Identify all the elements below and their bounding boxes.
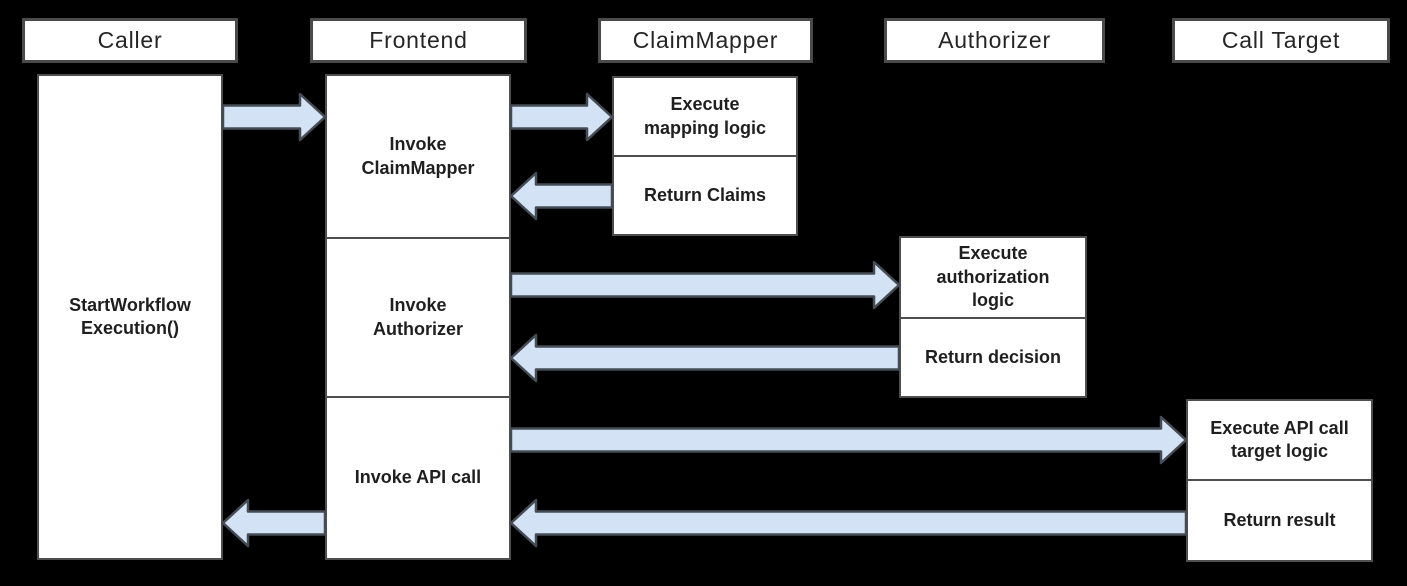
arrow-caller-to-frontend [221, 92, 327, 142]
calltarget-box: Execute API call target logic Return res… [1186, 399, 1373, 562]
calltarget-row-return-result-label: Return result [1223, 509, 1336, 530]
lane-header-calltarget: Call Target [1172, 18, 1390, 63]
claimmapper-row-return-claims-label: Return Claims [643, 184, 767, 205]
frontend-activation-box: Invoke ClaimMapper Invoke Authorizer Inv… [325, 74, 511, 560]
lane-header-calltarget-label: Call Target [1221, 27, 1341, 53]
calltarget-row-return-result: Return result [1188, 479, 1371, 560]
lane-header-authorizer-label: Authorizer [938, 27, 1051, 53]
authorizer-row-return-decision-label: Return decision [924, 346, 1062, 367]
calltarget-row-execute-api-call-target-logic-label: Execute API call target logic [1210, 417, 1349, 461]
authorizer-box: Execute authorization logic Return decis… [899, 236, 1087, 398]
arrow-frontend-to-calltarget [509, 415, 1188, 465]
frontend-step-invoke-authorizer-label: Invoke Authorizer [373, 295, 463, 339]
arrow-calltarget-to-frontend-return-result [509, 498, 1188, 548]
claimmapper-row-execute-mapping-logic: Execute mapping logic [614, 78, 796, 155]
authorizer-row-return-decision: Return decision [901, 317, 1085, 396]
frontend-step-invoke-claimmapper: Invoke ClaimMapper [327, 76, 509, 237]
lane-header-caller: Caller [22, 18, 238, 63]
claimmapper-row-execute-mapping-logic-label: Execute mapping logic [643, 94, 766, 138]
frontend-step-invoke-api-call: Invoke API call [327, 396, 509, 558]
arrow-frontend-to-claimmapper [509, 92, 614, 142]
frontend-step-invoke-api-call-label: Invoke API call [354, 467, 482, 488]
caller-activation-box: StartWorkflow Execution() [37, 74, 223, 560]
calltarget-row-execute-api-call-target-logic: Execute API call target logic [1188, 401, 1371, 479]
arrow-frontend-to-authorizer [509, 260, 901, 310]
caller-activation-label: StartWorkflow Execution() [69, 294, 191, 338]
authorizer-row-execute-authorization-logic: Execute authorization logic [901, 238, 1085, 317]
lane-header-frontend-label: Frontend [369, 27, 468, 53]
lane-header-frontend: Frontend [310, 18, 527, 63]
arrow-authorizer-to-frontend-return-decision [509, 333, 901, 383]
frontend-step-invoke-authorizer: Invoke Authorizer [327, 237, 509, 396]
authorizer-row-execute-authorization-logic-label: Execute authorization logic [936, 243, 1050, 311]
arrow-claimmapper-to-frontend-return-claims [509, 171, 614, 221]
claimmapper-row-return-claims: Return Claims [614, 155, 796, 234]
lane-header-claimmapper: ClaimMapper [598, 18, 813, 63]
arrow-frontend-to-caller-return [221, 498, 327, 548]
frontend-step-invoke-claimmapper-label: Invoke ClaimMapper [361, 134, 475, 178]
lane-header-claimmapper-label: ClaimMapper [632, 27, 779, 53]
lane-header-caller-label: Caller [97, 27, 163, 53]
lane-header-authorizer: Authorizer [884, 18, 1105, 63]
claimmapper-box: Execute mapping logic Return Claims [612, 76, 798, 236]
